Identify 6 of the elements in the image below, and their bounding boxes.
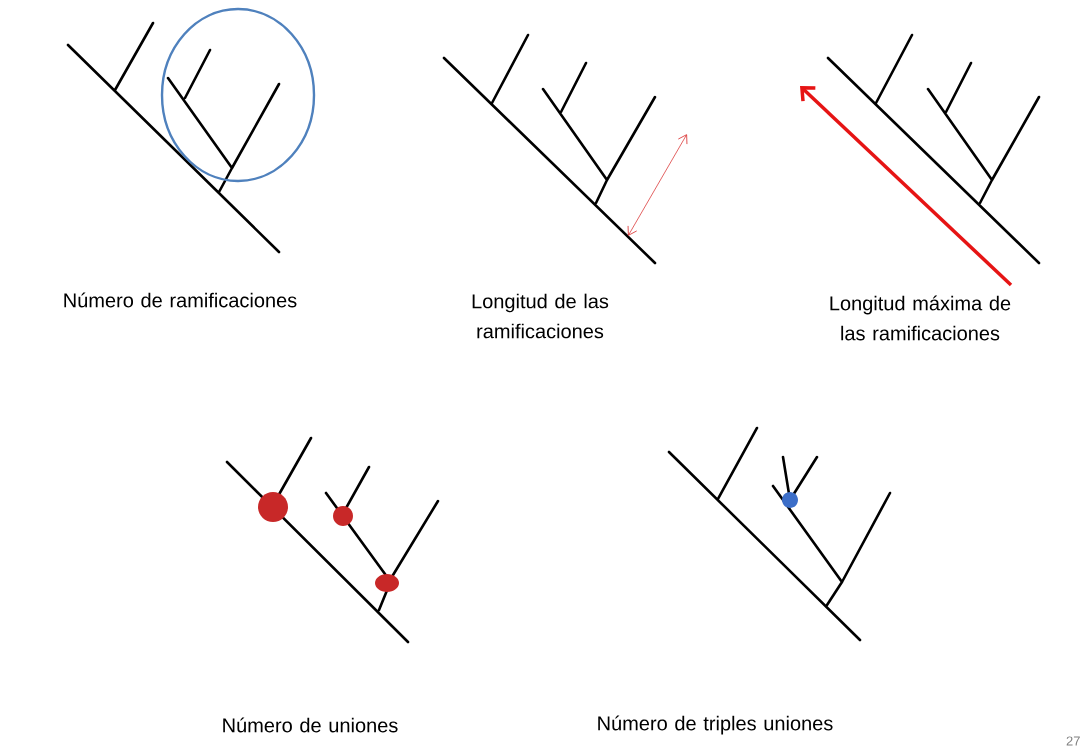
- caption: Longitud de las ramificaciones: [472, 293, 609, 339]
- caption: Longitud máxima de las ramificaciones: [830, 295, 1011, 341]
- caption: Número de triples uniones: [598, 715, 833, 735]
- caption: Número de uniones: [223, 717, 398, 733]
- page-number: 27: [1066, 736, 1080, 746]
- caption: Número de ramificaciones: [64, 292, 297, 308]
